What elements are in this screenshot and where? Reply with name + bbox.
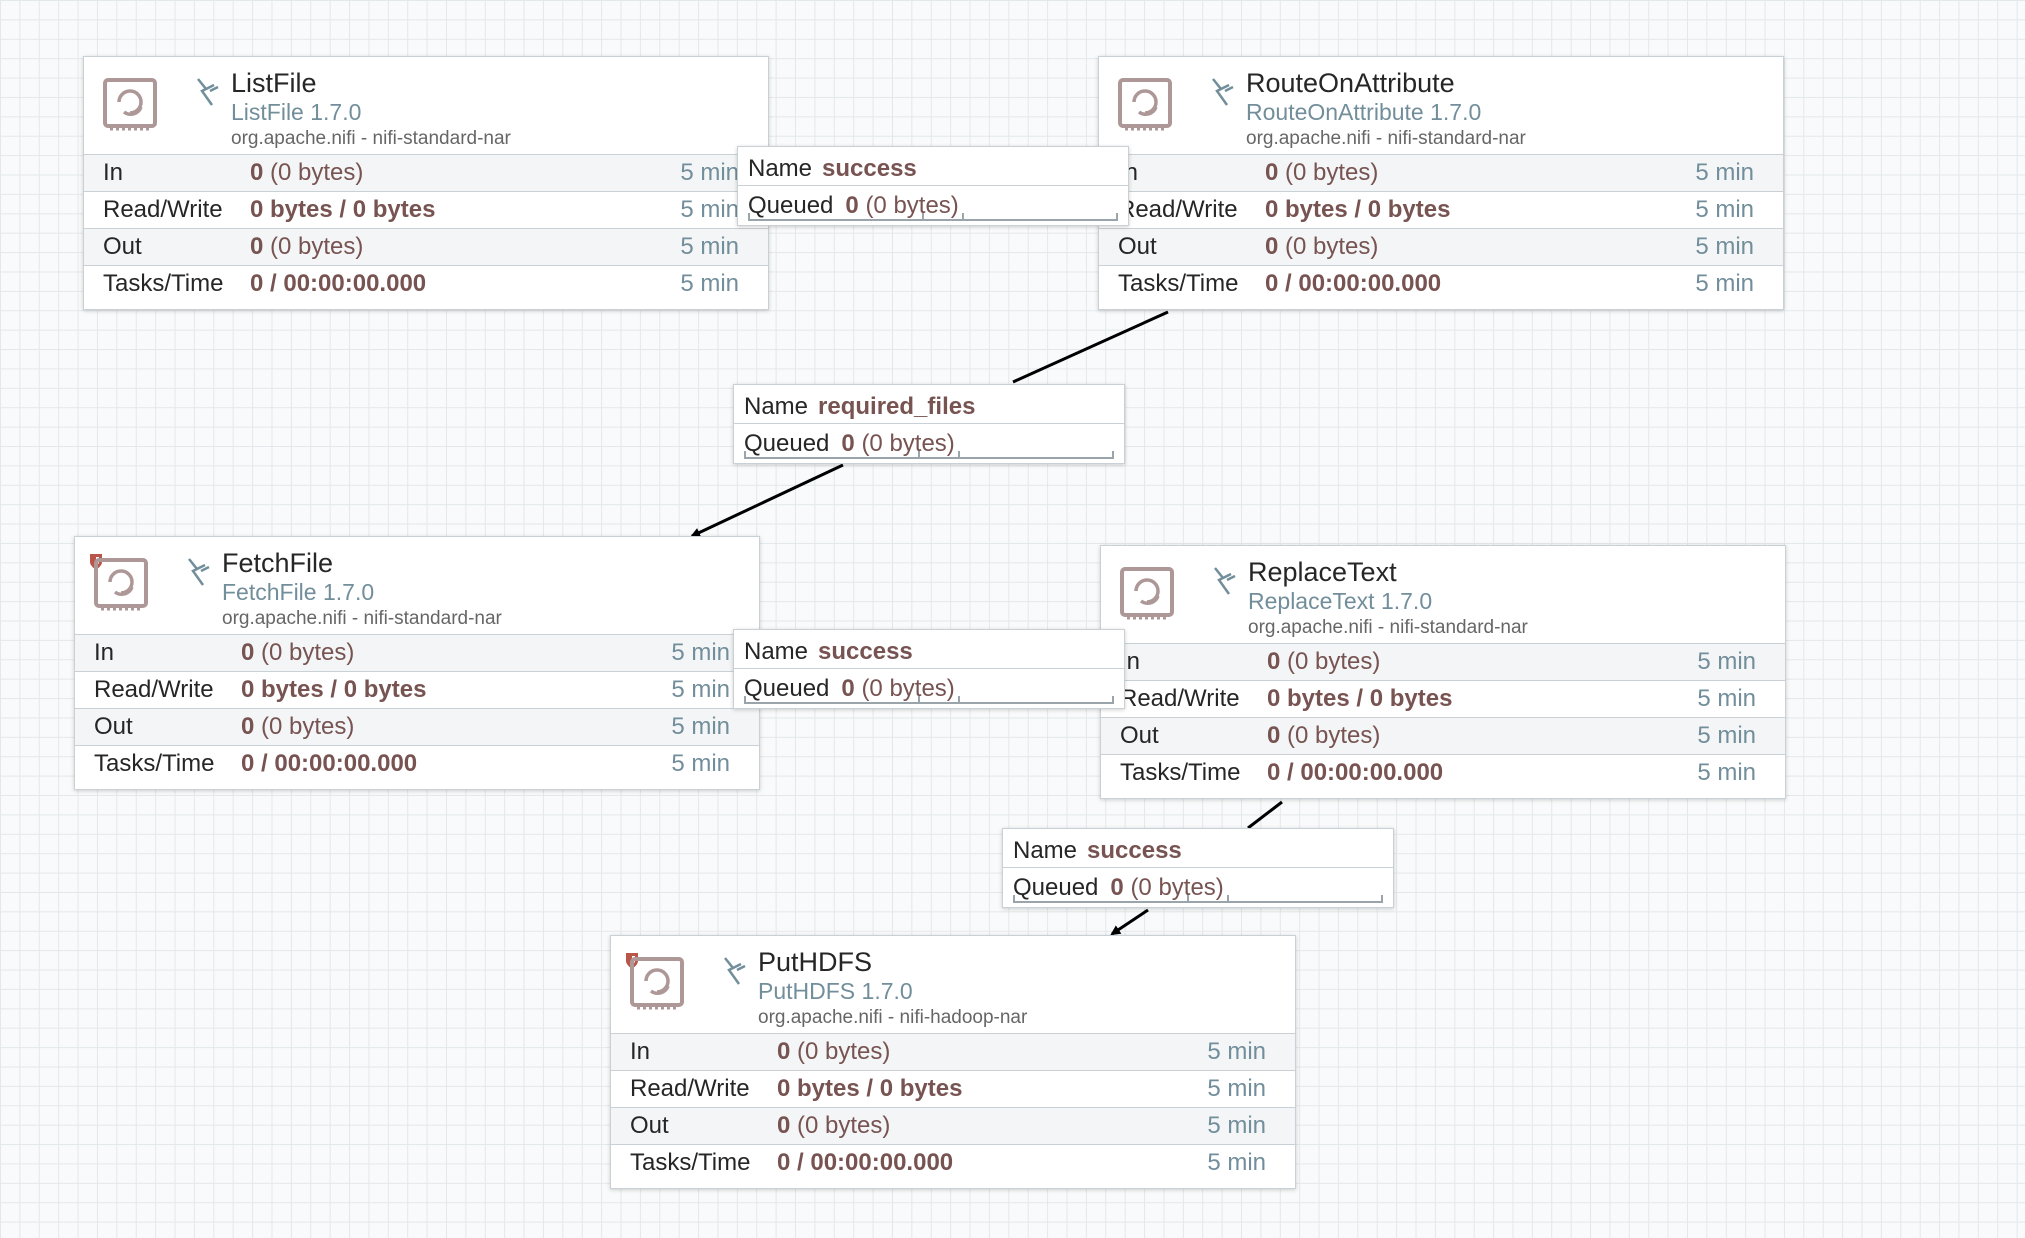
processor-replacetext[interactable]: ReplaceText ReplaceText 1.7.0 org.apache… (1100, 545, 1786, 799)
processor-type: FetchFile 1.7.0 (222, 579, 375, 605)
processor-puthdfs[interactable]: PutHDFS PutHDFS 1.7.0 org.apache.nifi - … (610, 935, 1296, 1189)
processor-name: FetchFile (222, 548, 334, 578)
stat-row-out: Out 0 (0 bytes) 5 min (1101, 717, 1785, 754)
queue-bar (744, 696, 1114, 704)
stat-row-in: In 0 (0 bytes) 5 min (84, 154, 768, 191)
processor-icon (630, 957, 684, 1010)
edge-routeonattribute-to-fetchfile-2 (690, 463, 844, 538)
processor-icon (1120, 567, 1174, 620)
stopped-icon (1212, 78, 1234, 106)
stat-row-out: Out 0 (0 bytes) 5 min (1099, 228, 1783, 265)
processor-bundle: org.apache.nifi - nifi-hadoop-nar (758, 1007, 1028, 1028)
queue-bar (744, 451, 1114, 459)
processor-icon (103, 78, 157, 131)
stat-row-read-write: Read/Write 0 bytes / 0 bytes 5 min (1101, 680, 1785, 717)
processor-listfile[interactable]: ListFile ListFile 1.7.0 org.apache.nifi … (83, 56, 769, 310)
stat-row-tasks-time: Tasks/Time 0 / 00:00:00.000 5 min (1099, 265, 1783, 302)
edge-routeonattribute-to-fetchfile (1012, 310, 1169, 384)
stat-row-in: In 0 (0 bytes) 5 min (75, 634, 759, 671)
stat-row-tasks-time: Tasks/Time 0 / 00:00:00.000 5 min (75, 745, 759, 782)
stat-row-tasks-time: Tasks/Time 0 / 00:00:00.000 5 min (1101, 754, 1785, 791)
stopped-icon (724, 957, 746, 985)
queue-bar (1013, 895, 1383, 903)
edge-replacetext-to-puthdfs (1247, 800, 1283, 830)
processor-routeonattribute[interactable]: RouteOnAttribute RouteOnAttribute 1.7.0 … (1098, 56, 1784, 310)
stat-row-read-write: Read/Write 0 bytes / 0 bytes 5 min (84, 191, 768, 228)
stat-row-out: Out 0 (0 bytes) 5 min (75, 708, 759, 745)
stat-row-read-write: Read/Write 0 bytes / 0 bytes 5 min (1099, 191, 1783, 228)
stat-row-in: In 0 (0 bytes) 5 min (1101, 643, 1785, 680)
processor-name: RouteOnAttribute (1246, 68, 1455, 98)
stopped-icon (1214, 567, 1236, 595)
stat-row-tasks-time: Tasks/Time 0 / 00:00:00.000 5 min (611, 1144, 1295, 1181)
processor-fetchfile[interactable]: FetchFile FetchFile 1.7.0 org.apache.nif… (74, 536, 760, 790)
processor-type: ReplaceText 1.7.0 (1248, 588, 1433, 614)
connection-name: required_files (818, 393, 976, 420)
stopped-icon (188, 558, 210, 586)
processor-name: ReplaceText (1248, 557, 1397, 587)
processor-name: PutHDFS (758, 947, 873, 977)
stat-row-read-write: Read/Write 0 bytes / 0 bytes 5 min (611, 1070, 1295, 1107)
connection-name: success (818, 638, 913, 665)
stat-row-out: Out 0 (0 bytes) 5 min (84, 228, 768, 265)
processor-type: RouteOnAttribute 1.7.0 (1246, 99, 1482, 125)
processor-bundle: org.apache.nifi - nifi-standard-nar (222, 608, 502, 629)
edge-replacetext-to-puthdfs-2 (1110, 908, 1149, 936)
processor-type: PutHDFS 1.7.0 (758, 978, 913, 1004)
processor-type: ListFile 1.7.0 (231, 99, 362, 125)
connection-name: success (1087, 837, 1182, 864)
stat-row-read-write: Read/Write 0 bytes / 0 bytes 5 min (75, 671, 759, 708)
stat-row-out: Out 0 (0 bytes) 5 min (611, 1107, 1295, 1144)
stat-row-tasks-time: Tasks/Time 0 / 00:00:00.000 5 min (84, 265, 768, 302)
stat-row-in: In 0 (0 bytes) 5 min (611, 1033, 1295, 1070)
processor-bundle: org.apache.nifi - nifi-standard-nar (1248, 617, 1528, 638)
stopped-icon (197, 78, 219, 106)
connection-name: success (822, 155, 917, 182)
processor-bundle: org.apache.nifi - nifi-standard-nar (231, 128, 511, 149)
processor-icon (1118, 78, 1172, 131)
stat-row-in: In 0 (0 bytes) 5 min (1099, 154, 1783, 191)
processor-icon (94, 558, 148, 611)
queue-bar (748, 213, 1118, 221)
processor-name: ListFile (231, 68, 317, 98)
processor-bundle: org.apache.nifi - nifi-standard-nar (1246, 128, 1526, 149)
